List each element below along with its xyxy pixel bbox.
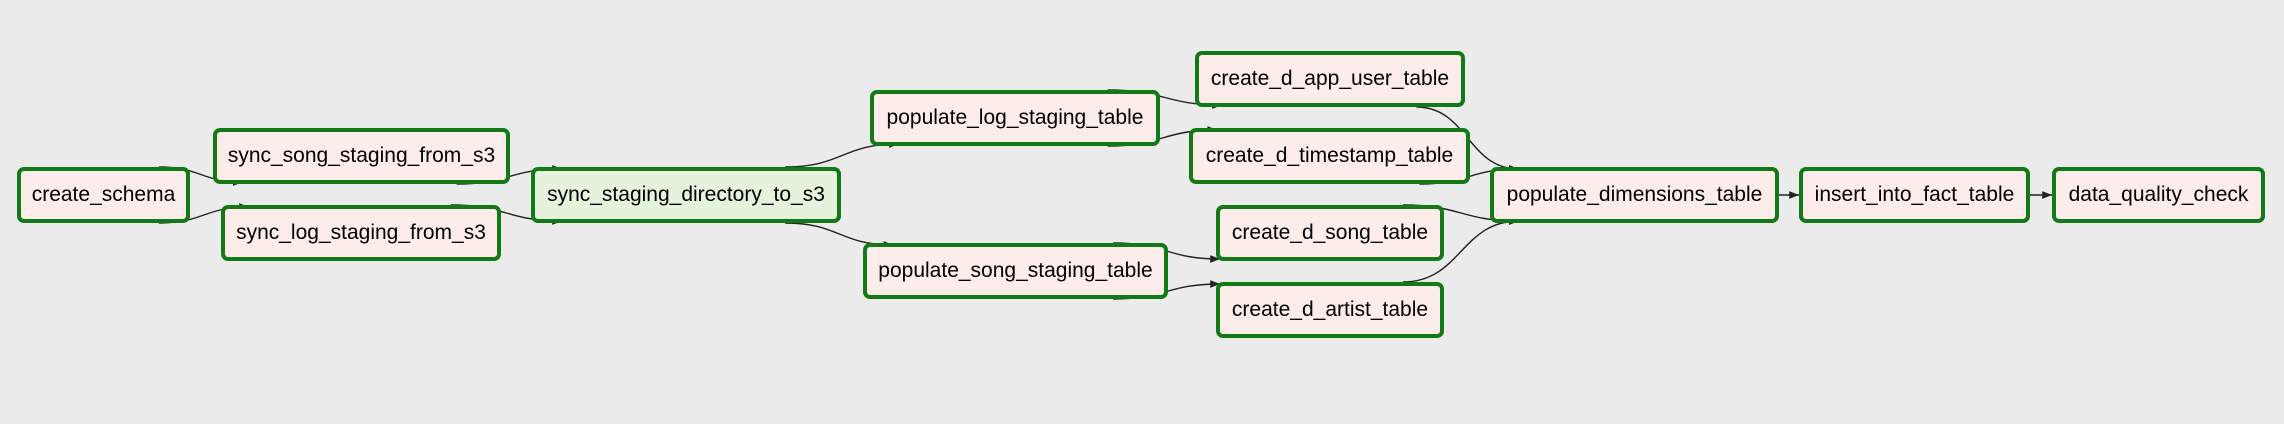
edge-sync_staging_directory_to_s3-to-populate_log_staging_table <box>785 140 900 168</box>
task-create-d-artist-table[interactable]: create_d_artist_table <box>1216 282 1444 338</box>
task-sync-staging-directory-to-s3[interactable]: sync_staging_directory_to_s3 <box>531 167 841 223</box>
task-create-d-app-user-table[interactable]: create_d_app_user_table <box>1195 51 1465 107</box>
task-create-d-song-table[interactable]: create_d_song_table <box>1216 205 1444 261</box>
task-create-schema[interactable]: create_schema <box>17 167 190 223</box>
edge-sync_staging_directory_to_s3-to-populate_song_staging_table <box>785 222 894 249</box>
task-populate-dimensions-table[interactable]: populate_dimensions_table <box>1490 167 1779 223</box>
edge-create_d_artist_table-to-populate_dimensions_table <box>1402 217 1519 283</box>
task-sync-song-staging-from-s3[interactable]: sync_song_staging_from_s3 <box>213 128 510 184</box>
task-populate-log-staging-table[interactable]: populate_log_staging_table <box>870 90 1160 146</box>
task-sync-log-staging-from-s3[interactable]: sync_log_staging_from_s3 <box>221 205 501 261</box>
task-create-d-timestamp-table[interactable]: create_d_timestamp_table <box>1189 128 1470 184</box>
task-data-quality-check[interactable]: data_quality_check <box>2052 167 2265 223</box>
task-populate-song-staging-table[interactable]: populate_song_staging_table <box>863 243 1168 299</box>
task-insert-into-fact-table[interactable]: insert_into_fact_table <box>1799 167 2030 223</box>
